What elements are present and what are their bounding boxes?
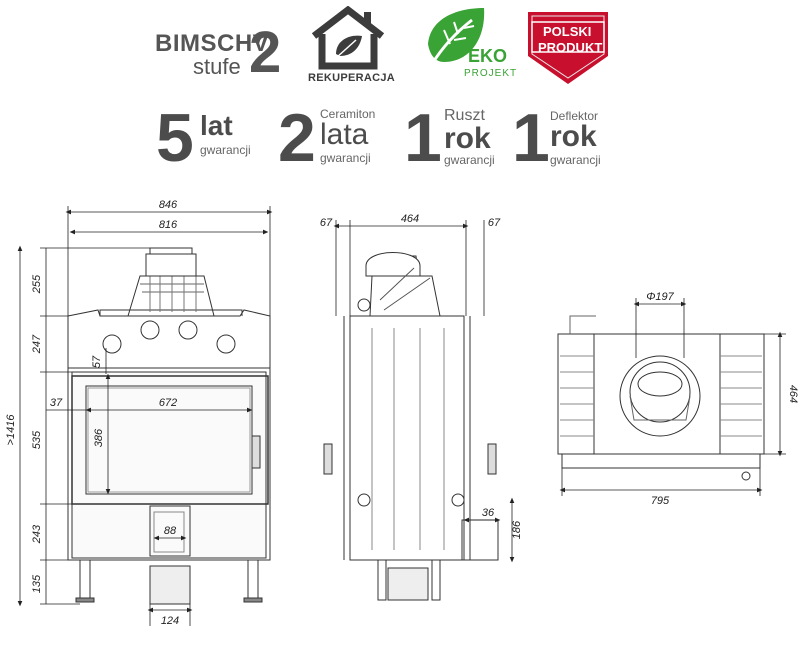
- warranty-top: Deflektor: [550, 109, 599, 123]
- warranty-number: 1: [512, 100, 550, 176]
- dim-side-464: 464: [401, 213, 419, 225]
- dim-255: 255: [31, 274, 43, 294]
- side-view: [323, 252, 499, 601]
- warranty-sub: gwarancji: [200, 143, 251, 157]
- dim-672: 672: [159, 397, 177, 409]
- dim-side-67-right: 67: [488, 217, 501, 229]
- warranty-number: 5: [156, 100, 194, 176]
- dim-side-186: 186: [511, 520, 523, 539]
- warranty-number: 1: [404, 100, 442, 176]
- warranty-number: 2: [278, 100, 316, 176]
- dim-124: 124: [161, 615, 179, 627]
- dim-243: 243: [31, 524, 43, 544]
- dim-57: 57: [91, 355, 103, 368]
- warranty-1-rok-deflektor: 1 Deflektor rok gwarancji: [512, 104, 622, 174]
- warranty-word: lata: [320, 118, 369, 151]
- warranty-word: lat: [200, 110, 233, 141]
- house-leaf-icon: [311, 6, 385, 70]
- polski-label: POLSKI: [543, 24, 592, 39]
- rekuperacja-label: REKUPERACJA: [308, 72, 396, 84]
- dim-535: 535: [31, 430, 43, 449]
- dim-386: 386: [93, 428, 105, 447]
- warranty-2-lata: 2 Ceramiton lata gwarancji: [278, 104, 398, 174]
- warranty-top: Ruszt: [444, 107, 485, 124]
- top-view: [557, 315, 765, 481]
- dim-top-464: 464: [787, 385, 799, 403]
- dim-side-67-left: 67: [320, 217, 333, 229]
- produkt-label: PRODUKT: [538, 40, 603, 55]
- bimschv-sub: stufe: [193, 54, 241, 79]
- dim-846: 846: [159, 199, 178, 211]
- dim-247: 247: [31, 334, 43, 354]
- bimschv-badge: BIMSCHV stufe 2: [155, 18, 285, 82]
- dim-1416: >1416: [5, 414, 17, 446]
- warranty-word: rok: [550, 120, 597, 153]
- warranty-sub: gwarancji: [444, 153, 495, 167]
- warranty-top: Ceramiton: [320, 107, 376, 121]
- dim-816: 816: [159, 219, 178, 231]
- projekt-label: PROJEKT: [464, 68, 518, 79]
- bimschv-title: BIMSCHV: [155, 30, 270, 57]
- dim-top-795: 795: [651, 495, 670, 507]
- front-dimensions: [17, 206, 273, 626]
- eko-label: EKO: [468, 46, 508, 66]
- bimschv-number: 2: [249, 20, 282, 85]
- rekuperacja-badge: REKUPERACJA: [306, 6, 395, 86]
- warranty-word: rok: [444, 122, 491, 155]
- front-view: [67, 247, 271, 605]
- warranty-sub: gwarancji: [550, 153, 601, 167]
- dim-88: 88: [164, 525, 177, 537]
- top-dimensions: [559, 298, 786, 496]
- warranty-sub: gwarancji: [320, 151, 371, 165]
- leaf-icon: [428, 8, 485, 65]
- side-dimensions: [333, 220, 515, 563]
- warranty-1-rok-ruszt: 1 Ruszt rok gwarancji: [404, 104, 514, 174]
- polski-produkt-badge: POLSKI PRODUKT: [526, 10, 610, 86]
- shield-icon: [528, 12, 608, 84]
- dim-top-diameter: Φ197: [646, 291, 674, 303]
- dim-side-36: 36: [482, 507, 495, 519]
- eko-projekt-badge: EKO PROJEKT: [424, 4, 520, 88]
- warranty-5-lat: 5 lat gwarancji: [156, 104, 266, 174]
- dim-37: 37: [50, 397, 63, 409]
- dim-135: 135: [31, 574, 43, 593]
